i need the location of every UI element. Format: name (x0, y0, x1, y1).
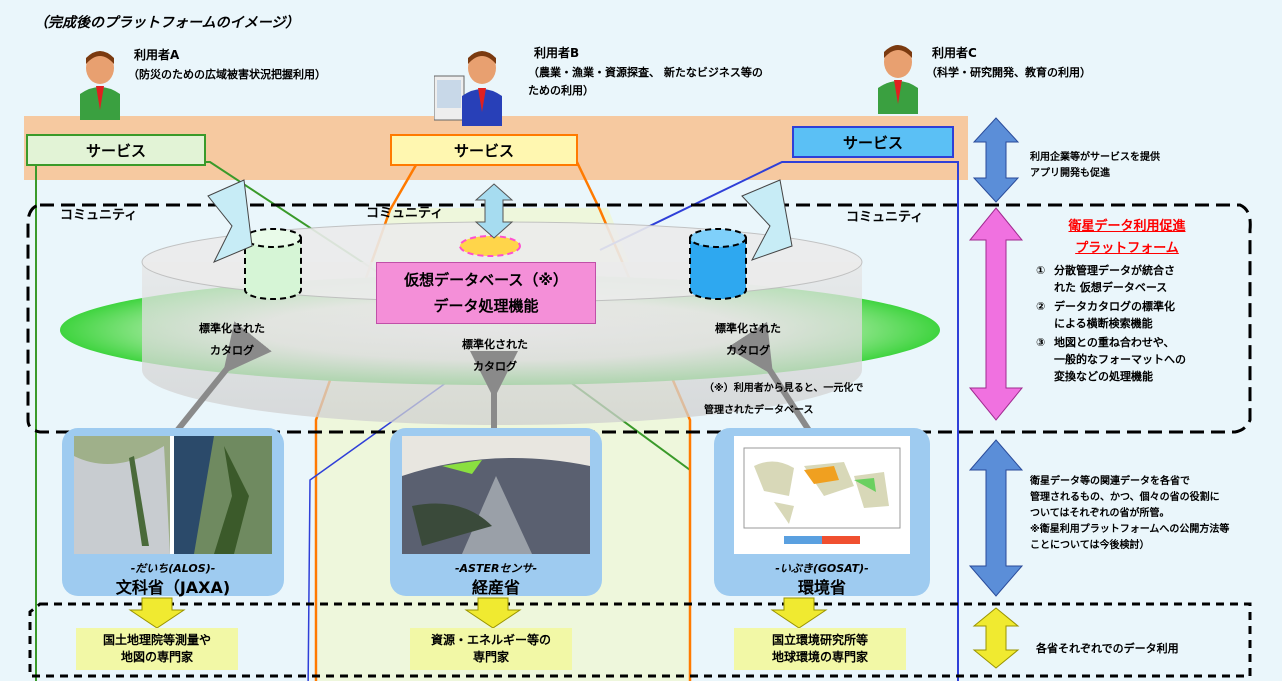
platform-title: 衛星データ利用促進プラットフォーム (1068, 219, 1186, 256)
user-c-name: 利用者C (932, 46, 977, 60)
gosat-image (734, 436, 910, 554)
user-a-icon (78, 50, 122, 124)
user-b-desc: （農業・漁業・資源探査、 新たなビジネス等のための利用） (528, 66, 763, 97)
note-service: 利用企業等がサービスを提供アプリ開発も促進 (1030, 152, 1160, 179)
database-cylinder (142, 262, 862, 425)
community-label-center: コミュニティ (366, 206, 444, 221)
community-label-left: コミュニティ (60, 208, 138, 223)
expert-jaxa: 国土地理院等測量や地図の専門家 (76, 628, 238, 670)
user-b-name: 利用者B (534, 46, 580, 60)
virtual-database-box: 仮想データベース（※） データ処理機能 (376, 262, 596, 324)
service-box-right[interactable]: サービス (792, 126, 954, 158)
community-frame (26, 203, 1252, 434)
ministry-jaxa: 文科省（JAXA) (115, 578, 231, 597)
arrow-blue-top (972, 117, 1020, 203)
arrow-blue-mid (968, 439, 1024, 597)
expert-meti: 資源・エネルギー等の専門家 (410, 628, 572, 670)
service-box-center[interactable]: サービス (390, 134, 578, 166)
arrow-pink (968, 207, 1024, 421)
db-green (244, 228, 302, 300)
note-ministry-usage: 各省それぞれでのデータ利用 (1036, 642, 1179, 655)
connector-left (207, 179, 253, 263)
user-b-icon (433, 50, 504, 130)
alos-image (74, 436, 272, 554)
service-box-left[interactable]: サービス (26, 134, 206, 166)
catalog-center: 標準化されたカタログ (462, 338, 528, 373)
virtual-database-title: 仮想データベース（※） (404, 271, 568, 289)
gosat-label: -いぶき(GOSAT)- (775, 562, 869, 575)
user-a-desc: （防災のための広域被害状況把握利用） (128, 68, 326, 81)
database-footnote: （※）利用者から見ると、一元化で管理されたデータベース (704, 383, 864, 416)
ministry-moe: 環境省 (797, 578, 846, 597)
connector-right (741, 179, 793, 261)
ministry-meti: 経産省 (471, 578, 520, 597)
db-yellow (459, 235, 521, 257)
user-c-icon (876, 44, 920, 118)
catalog-left: 標準化されたカタログ (199, 322, 265, 357)
source-meti: -ASTERセンサ- 経産省 (390, 428, 602, 597)
center-arrow (474, 183, 514, 239)
catalog-right: 標準化されたカタログ (715, 322, 781, 357)
user-a-name: 利用者A (134, 48, 180, 62)
db-blue (689, 228, 747, 300)
aster-image (402, 436, 590, 554)
diagram-caption: （完成後のプラットフォームのイメージ） (34, 15, 300, 31)
note-ministries: 衛星データ等の関連データを各省で管理されるもの、かつ、個々の省の役割についてはそ… (1030, 476, 1230, 551)
source-jaxa: -だいち(ALOS)- 文科省（JAXA) (62, 428, 284, 597)
user-c-desc: （科学・研究開発、教育の利用） (926, 66, 1091, 79)
expert-moe: 国立環境研究所等地球環境の専門家 (734, 628, 906, 670)
source-moe: -いぶき(GOSAT)- 環境省 (714, 428, 930, 597)
aster-label: -ASTERセンサ- (454, 562, 538, 575)
data-processing-title: データ処理機能 (433, 297, 539, 315)
alos-label: -だいち(ALOS)- (130, 562, 216, 575)
bottom-frame (28, 602, 1252, 678)
arrow-yellow (972, 607, 1020, 669)
community-label-right: コミュニティ (846, 210, 924, 225)
